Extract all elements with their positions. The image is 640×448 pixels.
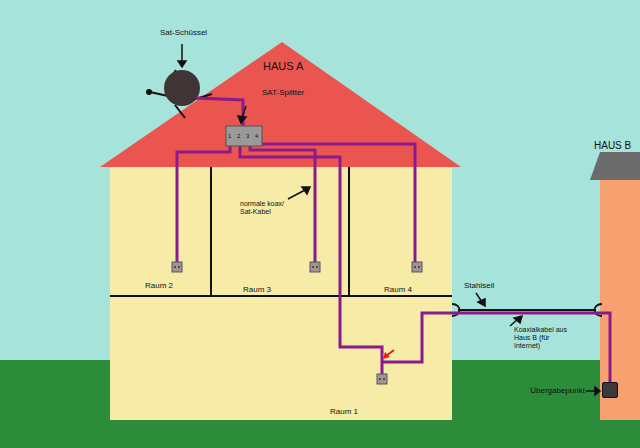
room-name: Raum 2 xyxy=(145,281,173,290)
sat-splitter xyxy=(226,126,262,146)
outlet-holes xyxy=(174,266,420,380)
port-number: 2 xyxy=(237,133,240,140)
house-body xyxy=(110,167,452,420)
sat-dish xyxy=(146,70,212,118)
room: Raum 1 xyxy=(110,296,452,420)
room-name: Raum 4 xyxy=(384,285,412,294)
house-roof xyxy=(100,42,461,167)
house-b: HAUS B Übergabepunkt xyxy=(590,140,640,420)
port-number: 4 xyxy=(255,133,258,140)
point-label: Übergabepunkt xyxy=(530,386,585,395)
room: Raum 4 xyxy=(349,167,452,296)
transfer-point: Übergabepunkt xyxy=(602,382,618,398)
room-name: Raum 3 xyxy=(243,285,271,294)
room-name: HAUS B xyxy=(594,140,631,152)
house-body xyxy=(600,180,640,420)
wall-line xyxy=(210,167,212,296)
rope-label: Stahlseil xyxy=(464,281,494,290)
coax-note: Koaxialkabel aus Haus B (für Internet) xyxy=(514,326,576,350)
dish-label: Sat-Schüssel xyxy=(160,28,207,37)
house-roof xyxy=(590,152,640,180)
wall-outlet xyxy=(172,262,422,384)
wall-line xyxy=(348,167,350,296)
room-name: Raum 1 xyxy=(330,407,358,416)
splitter-label: SAT-Splitter xyxy=(262,88,304,97)
port-number: 1 xyxy=(228,133,231,140)
coax-cable xyxy=(177,98,452,375)
red-arrow xyxy=(383,350,394,359)
floor-line xyxy=(110,295,452,297)
port-number: 3 xyxy=(246,133,249,140)
leader-arrow xyxy=(178,44,600,395)
room-name: HAUS A xyxy=(263,60,303,73)
coax-connector xyxy=(452,313,610,382)
cable-note: normale koax/ Sat-Kabel xyxy=(240,200,298,216)
room: Raum 2 xyxy=(110,167,211,296)
room: Raum 3 xyxy=(211,167,349,296)
